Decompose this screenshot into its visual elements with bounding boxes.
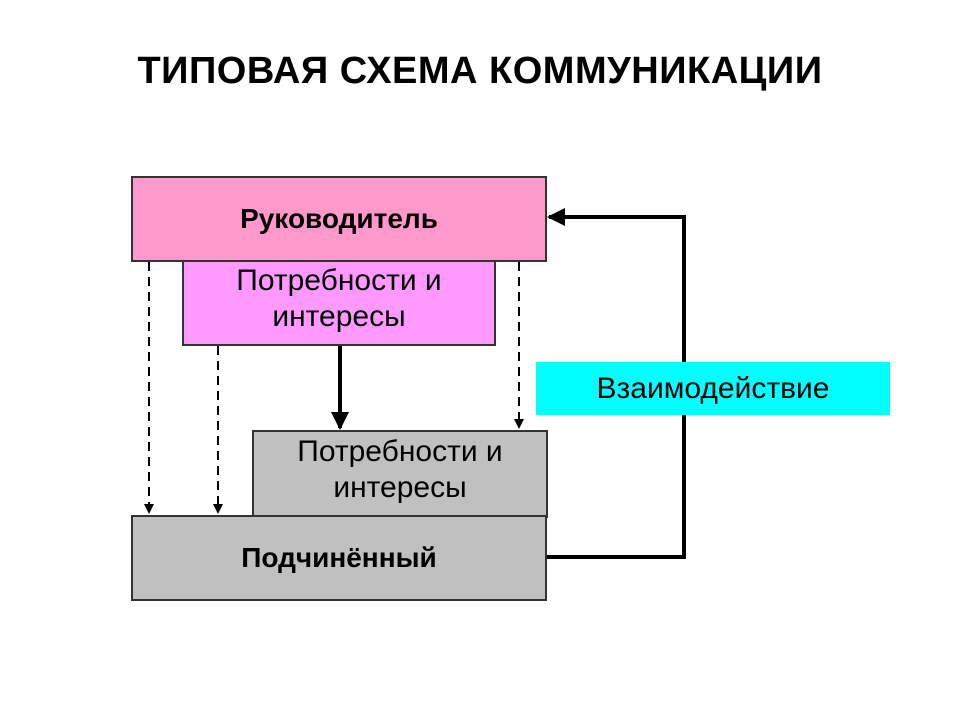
subordinate-label: Подчинённый bbox=[241, 542, 437, 573]
page-title: ТИПОВАЯ СХЕМА КОММУНИКАЦИИ bbox=[137, 50, 823, 92]
interaction-label: Взаимодействие bbox=[596, 371, 830, 405]
manager-label: Руководитель bbox=[240, 203, 438, 234]
subordinate-needs-label: Потребности и интересы bbox=[297, 435, 503, 504]
manager-needs-box: Потребности и интересы bbox=[182, 260, 496, 346]
manager-needs-label: Потребности и интересы bbox=[236, 264, 442, 333]
manager-box: Руководитель bbox=[131, 176, 547, 262]
interaction-box: Взаимодействие bbox=[536, 362, 890, 415]
subordinate-box: Подчинённый bbox=[131, 515, 547, 601]
subordinate-needs-box: Потребности и интересы bbox=[252, 430, 548, 518]
